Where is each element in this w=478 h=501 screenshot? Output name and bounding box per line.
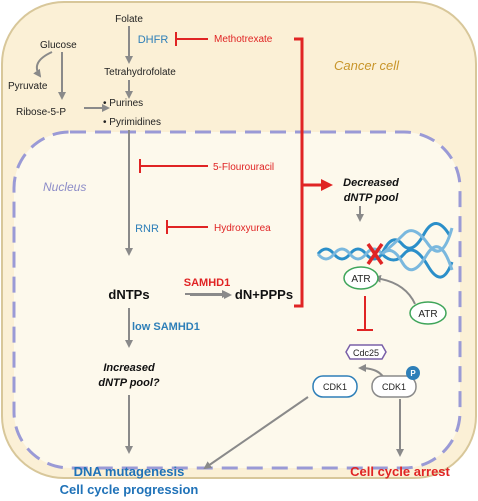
dhfr-label: DHFR	[138, 34, 169, 46]
outcome-cell-cycle-progression: Cell cycle progression	[60, 482, 199, 497]
pyrimidines-label: • Pyrimidines	[103, 117, 161, 128]
outcome-cell-cycle-arrest: Cell cycle arrest	[350, 464, 450, 479]
glucose-label: Glucose	[40, 40, 77, 51]
phospho-label: P	[410, 369, 416, 378]
atr-label-outer: ATR	[418, 309, 437, 320]
folate-label: Folate	[115, 14, 143, 25]
tetrahydrofolate-label: Tetrahydrofolate	[104, 67, 176, 78]
ribose5p-label: Ribose-5-P	[16, 107, 66, 118]
fluorouracil-label: 5-Flourouracil	[213, 162, 274, 173]
dn-ppps-label: dN+PPPs	[235, 287, 293, 302]
inhibitor-lines	[139, 32, 373, 331]
purines-label: • Purines	[103, 98, 143, 109]
cdk1-label-left: CDK1	[323, 382, 347, 392]
low-samhd1-label: low SAMHD1	[132, 321, 200, 333]
dna-strand-break	[316, 222, 454, 279]
atr-node-outer	[409, 301, 447, 325]
phospho-badge	[406, 366, 420, 380]
dntps-label: dNTPs	[108, 287, 149, 302]
rnr-label: RNR	[135, 223, 159, 235]
increased-pool-line2: dNTP pool?	[98, 377, 160, 389]
decreased-pool-line2: dNTP pool	[344, 192, 400, 204]
decreased-pool-line1: Decreased	[343, 177, 399, 189]
methotrexate-label: Methotrexate	[214, 34, 273, 45]
outcome-dna-mutagenesis: DNA mutagenesis	[74, 464, 185, 479]
cdk1-label-right: CDK1	[382, 382, 406, 392]
increased-pool-line1: Increased	[103, 362, 155, 374]
hydroxyurea-label: Hydroxyurea	[214, 223, 271, 234]
cdk1-node-right	[371, 375, 417, 398]
labels: Folate DHFR Methotrexate Cancer cell Glu…	[8, 14, 451, 497]
break-cross-icon	[366, 242, 384, 266]
atr-label-inner: ATR	[351, 274, 370, 285]
cdc25-label: Cdc25	[353, 348, 379, 358]
cancer-cell-label: Cancer cell	[334, 58, 400, 73]
atr-node-inner	[343, 266, 379, 290]
pyruvate-label: Pyruvate	[8, 81, 48, 92]
cdk1-node-left	[312, 375, 358, 398]
red-bracket-arrow	[294, 37, 333, 308]
samhd1-label: SAMHD1	[184, 277, 230, 289]
nucleus-label: Nucleus	[43, 180, 86, 194]
cdc25-node	[345, 344, 387, 360]
